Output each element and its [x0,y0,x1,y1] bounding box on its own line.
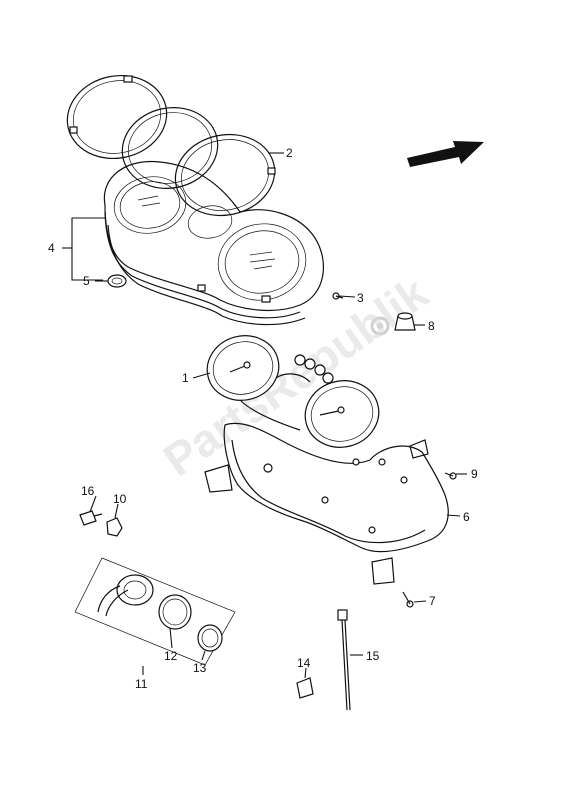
clip-10 [106,517,123,537]
callout-3: 3 [357,291,364,305]
callout-13: 13 [193,661,207,675]
clamp-14 [296,677,314,699]
callout-6: 6 [463,510,470,524]
callout-10: 10 [113,492,127,506]
screw-7 [402,591,414,608]
lens-ring-top-right [174,133,276,217]
callout-11: 11 [135,677,148,691]
callout-15: 15 [366,649,380,663]
leader-lines [62,152,467,679]
lens-ring-top-middle [121,107,219,189]
gasket-ring [158,594,192,630]
bolt-16 [79,510,103,526]
meter-assembly [206,335,380,448]
socket-group-box [74,557,236,666]
callout-7: 7 [429,594,436,608]
callout-14: 14 [297,656,311,670]
meter-case [204,422,449,585]
callout-12: 12 [164,649,178,663]
lens-ring-top-left [66,74,168,160]
screw-9 [444,472,457,480]
watermark-gear-icon [370,316,390,336]
callout-16: 16 [81,484,95,498]
direction-arrow-icon [407,141,484,167]
grommet [107,274,127,288]
bulb-holder [197,624,223,652]
socket-assembly [97,574,154,617]
callout-4: 4 [48,241,55,255]
callout-2: 2 [286,146,293,160]
callout-8: 8 [428,319,435,333]
rubber-cap [394,312,416,331]
meter-lens-housing [103,160,324,326]
cable-tie-15 [337,609,351,711]
callout-9: 9 [471,467,478,481]
callout-labels: 2 3 4 5 8 1 9 6 7 16 10 11 12 13 14 15 [48,146,478,691]
callout-1: 1 [182,371,189,385]
callout-5: 5 [83,274,90,288]
